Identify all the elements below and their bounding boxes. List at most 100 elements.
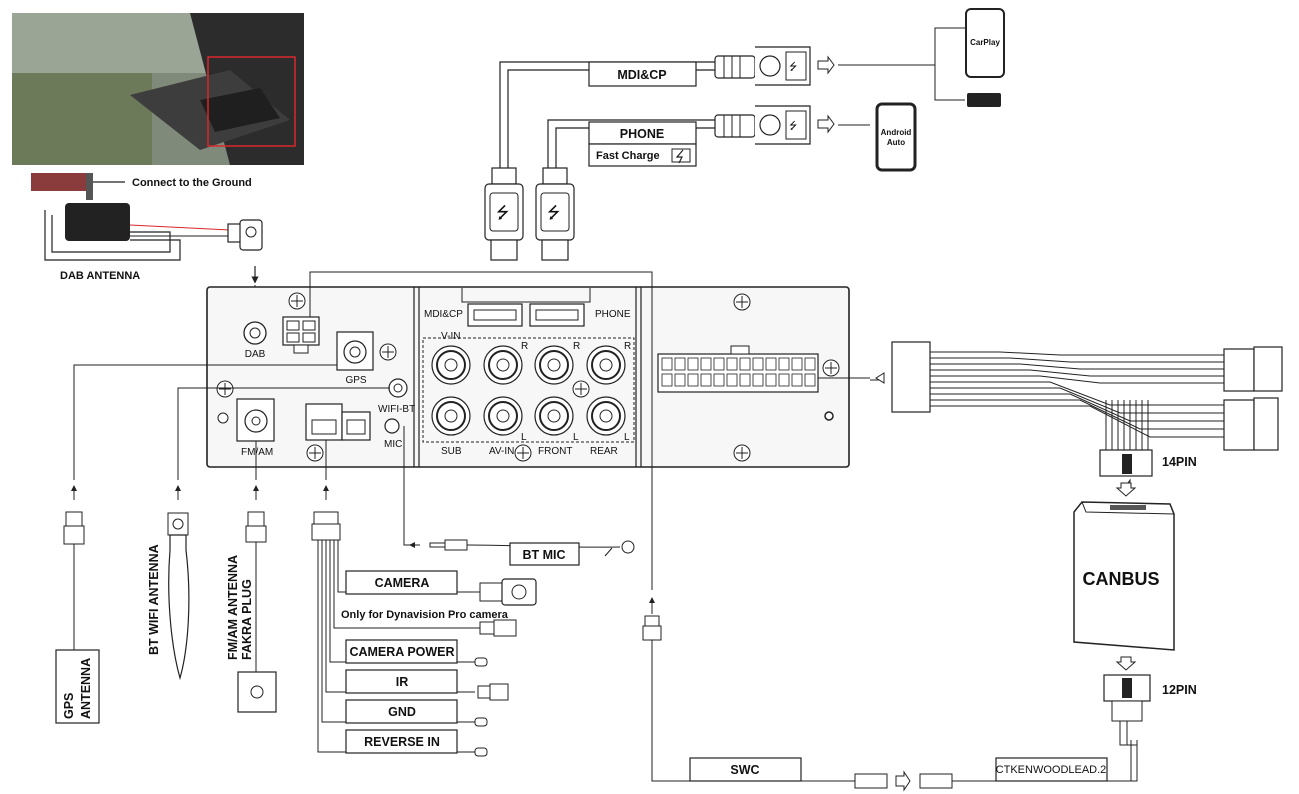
usb-socket-mdicp: ⭍	[714, 46, 811, 86]
rca-front-label: FRONT	[538, 446, 572, 457]
harness-pin	[765, 357, 777, 371]
screw-icon	[572, 380, 590, 398]
swc-label: SWC	[730, 763, 759, 777]
harness-pin	[713, 373, 725, 387]
bt-mic-box	[509, 542, 580, 566]
usb-plug-left: ⭍	[484, 167, 524, 261]
iso-connector-1	[1223, 348, 1255, 392]
harness-pin	[804, 357, 816, 371]
mic-port	[384, 418, 400, 434]
harness-pin	[674, 357, 686, 371]
rca-jack	[586, 345, 626, 385]
harness-pin	[713, 357, 725, 371]
reverse-in-label: REVERSE IN	[364, 735, 440, 749]
harness-pin	[804, 373, 816, 387]
harness-pin	[778, 373, 790, 387]
harness-pin	[739, 357, 751, 371]
mdicp-box-label: MDI&CP	[617, 68, 666, 82]
harness-pin	[778, 357, 790, 371]
harness-wire	[930, 399, 1224, 430]
bt-wifi-antenna	[168, 534, 190, 681]
screw-icon	[379, 343, 397, 361]
rca-r-label: R	[573, 341, 580, 352]
screw-icon	[306, 444, 324, 462]
bt-wifi-antenna-label: BT WIFI ANTENNA	[147, 544, 161, 655]
harness-pin	[752, 373, 764, 387]
rca-jack	[431, 345, 471, 385]
harness-wire	[930, 387, 1224, 414]
usb-socket-phone: ⭍	[714, 105, 811, 145]
gnd-box	[345, 699, 458, 724]
screw-icon	[733, 293, 751, 311]
gnd-label: GND	[388, 705, 416, 719]
rca-r-label: R	[624, 341, 631, 352]
rca-jack	[534, 345, 574, 385]
pin12-label: 12PIN	[1162, 683, 1197, 697]
harness-pin	[791, 373, 803, 387]
gps-antenna	[55, 649, 100, 724]
phone-box-label: PHONE	[620, 127, 664, 141]
android-label-1: Android	[881, 128, 912, 137]
gps-antenna-label-1: GPS	[62, 693, 76, 719]
harness-pin	[739, 373, 751, 387]
harness-plug	[891, 341, 931, 413]
fast-charge-label: Fast Charge	[596, 150, 660, 162]
harness-pin	[661, 373, 673, 387]
dab-antenna: Connect to the Ground DAB ANTENNA	[31, 173, 263, 320]
harness-pin	[726, 357, 738, 371]
highlight-frame	[207, 56, 296, 147]
gps-antenna-label-2: ANTENNA	[79, 658, 93, 719]
harness-pin	[765, 373, 777, 387]
usb-stick-icon	[967, 93, 1001, 107]
harness-wire	[930, 369, 1224, 377]
gps-port-label: GPS	[345, 375, 366, 386]
pin14-label: 14PIN	[1162, 455, 1197, 469]
swc-canbus: SWC CTKENWOODLEAD.2 14PIN CANBUS 12PIN	[642, 341, 1283, 792]
reverse-in-box	[345, 729, 458, 754]
rca-rear-label: REAR	[590, 446, 618, 457]
fmam-port-label: FM/AM	[241, 447, 273, 458]
dab-port-label: DAB	[245, 349, 266, 360]
rca-jack	[534, 396, 574, 436]
rca-jack	[586, 396, 626, 436]
mic-port-label: MIC	[384, 439, 402, 450]
usb-port-phone-label: PHONE	[595, 309, 631, 320]
head-unit-rear-panel: DAB GPS FM/AM WIFI-BT MIC MDI&CP PHONE	[206, 286, 850, 468]
battery-icon	[671, 148, 691, 163]
fast-charge-box	[588, 143, 697, 167]
rca-avin-label: AV-IN	[489, 446, 514, 457]
rca-l-label: L	[624, 432, 630, 443]
harness-pin	[700, 357, 712, 371]
screw-icon	[822, 359, 840, 377]
lightning-icon	[675, 149, 684, 164]
rca-sub-label: SUB	[441, 446, 462, 457]
fmam-antenna-label-1: FM/AM ANTENNA	[226, 555, 240, 660]
harness-pin	[687, 373, 699, 387]
dynavision-label: Only for Dynavision Pro camera	[341, 609, 509, 621]
left-cables: GPS ANTENNA BT WIFI ANTENNA FM/AM ANTENN…	[55, 271, 653, 757]
ctkenwood-label: CTKENWOODLEAD.2	[996, 764, 1107, 776]
usb-plug-right: ⭍	[535, 167, 575, 261]
rca-r-label: R	[521, 341, 528, 352]
harness-pin	[752, 357, 764, 371]
carplay-label: CarPlay	[970, 38, 1000, 47]
camera-power-box	[345, 639, 458, 664]
ground-label: Connect to the Ground	[132, 177, 252, 189]
screw-icon	[288, 292, 306, 310]
harness-pin	[687, 357, 699, 371]
harness-wire	[930, 375, 1224, 384]
harness-wire	[930, 381, 1224, 406]
usb-icon: ⭍	[789, 61, 797, 73]
carplay-phone	[965, 8, 1005, 78]
harness-wire	[930, 405, 1224, 438]
harness-wire	[930, 393, 1224, 422]
wifibt-port-label: WIFI-BT	[378, 404, 415, 415]
rca-jack	[483, 396, 523, 436]
ctkenwood-box	[995, 757, 1108, 782]
rca-jack	[431, 396, 471, 436]
ground-tab	[31, 173, 93, 191]
swc-box	[689, 757, 802, 782]
usb-port-mdicp-label: MDI&CP	[424, 309, 463, 320]
android-phone	[875, 102, 917, 172]
